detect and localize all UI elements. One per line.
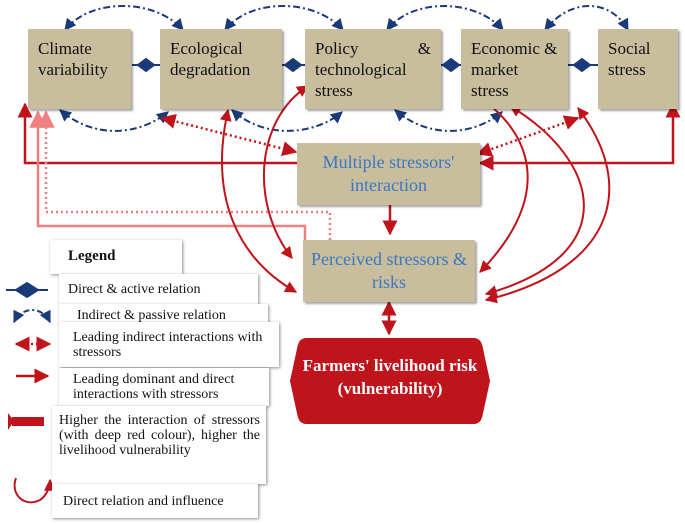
risk-box-brackets xyxy=(290,344,490,418)
legend-item-higher-interaction: Higher the interaction of stressors (wit… xyxy=(52,406,266,484)
social-stress-box: Social stress xyxy=(598,29,678,109)
legend-item-indirect-interactions: Leading indirect interactions with stres… xyxy=(59,322,279,367)
legend-symbols xyxy=(6,281,56,504)
legend-title: Legend xyxy=(68,248,116,264)
legend-symbol-diamond xyxy=(6,281,48,299)
legend-symbol-navy-arc xyxy=(13,309,51,324)
direct-active-diamonds xyxy=(132,57,598,73)
legend-item-dominant-direct: Leading dominant and direct interactions… xyxy=(59,368,269,406)
indirect-passive-arcs-top xyxy=(64,5,629,32)
legend-symbol-curve xyxy=(13,477,56,504)
legend-item-indirect-passive: Indirect & passive relation xyxy=(59,304,268,324)
multiple-stressors-interaction-box: Multiple stressors' interaction xyxy=(297,143,480,205)
ecological-degradation-box: Ecological degradation xyxy=(160,29,282,109)
climate-variability-box: Climate variability xyxy=(28,29,131,109)
legend-item-direct-active: Direct & active relation xyxy=(59,274,258,304)
farmers-livelihood-risk-box: Farmers' livelihood risk (vulnerability) xyxy=(298,338,482,424)
pink-lines xyxy=(29,110,307,240)
policy-technological-box: Policy & technological stress xyxy=(305,29,441,109)
economic-market-box: Economic & market stress xyxy=(461,29,568,109)
perceived-stressors-risks-box: Perceived stressors & risks xyxy=(303,240,475,302)
legend-item-direct-relation: Direct relation and influence xyxy=(52,484,258,518)
legend-title-box: Legend xyxy=(50,240,182,274)
legend-symbol-thick-bar xyxy=(8,413,44,430)
